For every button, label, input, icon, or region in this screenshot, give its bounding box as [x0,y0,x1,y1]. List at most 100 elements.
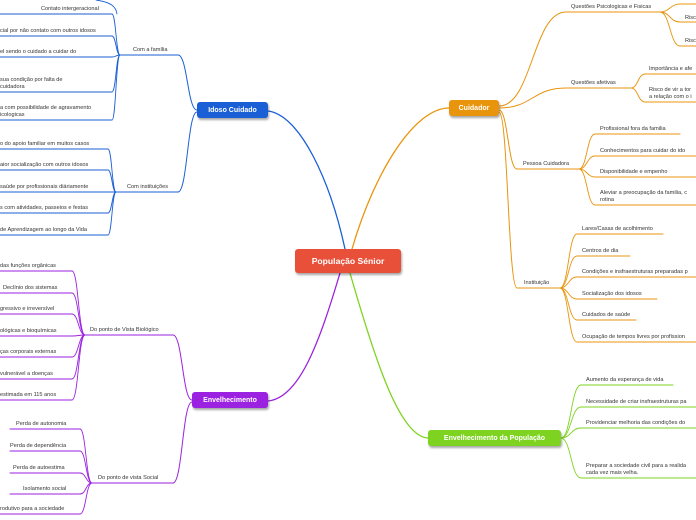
connector-familia-1 [111,13,121,56]
connector-instituicao-1 [559,233,578,289]
connector-biologico-2 [71,292,86,336]
connector-center-envelhecimento [267,272,341,402]
leaf-pessoa-4[interactable]: Aleviar a preocupação da familia, c [600,190,688,196]
leaf-social-1[interactable]: Perda de autonomia [16,421,67,427]
leaf-familia-5b[interactable]: icologicas [0,112,25,118]
leaf-instituicao-4[interactable]: Socialização dos idosos [582,291,642,297]
connector-cuidador-psicologicas [498,11,567,107]
connector-cuidador-pessoa [498,109,518,170]
connector-psicologicas-1 [659,3,681,13]
leaf-social-4[interactable]: Isolamento social [23,486,67,492]
group-com-instituicoes[interactable]: Com instituições [127,184,169,190]
leaf-pessoa-1[interactable]: Profissional fora da familia [600,126,666,132]
leaf-instituicao-6[interactable]: Ocupação de tempos livres por profission [582,334,685,340]
group-instituicao[interactable]: Instituição [524,280,550,286]
connector-idoso-familia [177,54,198,111]
branch-node-envelhecimento[interactable]: Envelhecimento [192,392,268,408]
leaf-familia-4[interactable]: sua condição por falta de [0,77,63,83]
leaf-familia-5[interactable]: a com possibilidade de agravamento [0,105,92,111]
connector-center-populacao [349,272,429,439]
connector-biologico-6 [71,334,86,380]
connector-populacao-3 [560,427,582,439]
branch-node-idoso-cuidado[interactable]: Idoso Cuidado [197,102,268,118]
group-questoes-psicologicas[interactable]: Questões Psicologicas e Fisicas [571,4,652,10]
group-social[interactable]: Do ponto de vista Social [98,475,159,481]
leaf-social-2[interactable]: Perda de dependência [10,443,67,449]
connector-populacao-2 [560,406,582,439]
leaf-familia-1[interactable]: Contato intergeracional [41,6,99,12]
connector-pessoa-2 [578,155,596,170]
leaf-afetivas-2b[interactable]: a relação com o i [649,94,692,100]
branch-node-cuidador[interactable]: Cuidador [449,100,499,116]
group-pessoa-cuidadora[interactable]: Pessoa Cuidadora [523,161,570,167]
leaf-biologico-1[interactable]: das funções orgânicas [0,263,56,269]
leaf-instituicao-2[interactable]: Centros de dia [582,248,619,254]
leaf-biologico-4[interactable]: ológicas e bioquímicas [0,328,57,334]
leaf-instituicoes-1[interactable]: o do apoio familiar em muitos casos [0,141,90,147]
leaf-familia-2[interactable]: cial por não contato com outros idosos [0,28,96,34]
connector-familia-2 [111,35,121,56]
leaf-instituicoes-4[interactable]: s com atividades, passeios e festas [0,205,88,211]
connector-biologico-7 [71,334,86,401]
group-com-a-familia[interactable]: Com a família [133,47,168,53]
connector-social-2 [79,450,93,484]
leaf-populacao-4[interactable]: Preparar a sociedade civil para a realid… [586,463,687,469]
connector-instituicao-3 [559,276,578,289]
leaf-biologico-7[interactable]: estimada em 115 anos [0,392,57,398]
connector-familia-3 [111,54,121,58]
leaf-familia-3[interactable]: el sendo o cuidado a cuidar do [0,49,77,55]
connector-pessoa-1 [578,133,596,170]
connector-biologico-3 [71,313,86,336]
leaf-instituicao-3[interactable]: Condições e insfraestruturas preparadas … [582,269,688,275]
connector-cuidador-afetivas [498,87,567,109]
leaf-pessoa-3[interactable]: Disponibilidade e empenho [600,169,668,175]
connector-social-5 [79,482,93,515]
leaf-psicologicas-2[interactable]: Risc [685,38,696,44]
leaf-populacao-1[interactable]: Aumento da esperança de vida [586,377,664,383]
connector-populacao-1 [560,384,582,439]
leaf-instituicoes-2[interactable]: aior socialização com outros idosos [0,162,89,168]
leaf-instituicoes-5[interactable]: de Aprendizagem ao longo da Vida [0,227,87,233]
leaf-pessoa-2[interactable]: Conhecimentos para cuidar do ido [600,148,686,154]
leaf-biologico-6[interactable]: vulnerável a doenças [0,371,53,377]
leaf-pessoa-4b[interactable]: rotina [600,197,614,203]
leaf-afetivas-1[interactable]: Importância e afe [649,66,693,72]
group-biologico[interactable]: Do ponto de Vista Biológico [90,327,159,333]
connector-populacao-4 [560,437,582,479]
connector-psicologicas-3 [659,11,681,47]
connector-afetivas-2 [630,87,646,103]
leaf-biologico-5[interactable]: ças corporais externas [0,349,57,355]
connector-instituicoes-5 [107,191,117,236]
leaf-instituicao-1[interactable]: Lares/Casas de acolhimento [582,226,653,232]
leaf-instituicoes-3[interactable]: saúde por profissionais diáriamente [0,184,89,190]
leaf-social-3[interactable]: Perda de autoestima [13,465,65,471]
connector-instituicoes-2 [107,169,117,193]
branch-node-envelhecimento-populacao[interactable]: Envelhecimento da População [428,430,561,446]
connector-social-1 [79,428,93,484]
leaf-afetivas-2[interactable]: Risco de vir a tor [649,87,691,93]
connector-env-biologico [172,334,193,401]
connector-center-cuidador [351,107,450,250]
leaf-populacao-3[interactable]: Providenciar melhoria das condições do [586,420,686,426]
connector-env-social [172,401,193,484]
connector-instituicoes-1 [107,148,117,193]
leaf-familia-4b[interactable]: cuidadora [0,84,25,90]
connector-instituicao-6 [559,287,578,343]
leaf-biologico-3[interactable]: gressivo e irreversível [0,306,55,312]
connector-familia-top [95,0,118,15]
leaf-social-5[interactable]: rodutivo para a sociedade [0,506,65,512]
leaf-populacao-4b[interactable]: cada vez mais velha. [586,470,639,476]
connector-idoso-instituicoes [177,111,198,193]
group-questoes-afetivas[interactable]: Questões afetivas [571,80,616,86]
connector-center-idoso [267,110,346,250]
connector-instituicao-2 [559,255,578,289]
leaf-instituicao-5[interactable]: Cuidados de saúde [582,312,631,318]
connector-familia-5 [111,54,121,121]
connector-afetivas-1 [630,73,646,89]
connector-pessoa-4 [578,168,596,206]
central-node[interactable]: População Sénior [295,249,401,273]
leaf-populacao-2[interactable]: Necessidade de criar insfraestruturas pa [586,399,687,405]
leaf-psicologicas-1[interactable]: Risc [685,15,696,21]
leaf-biologico-2[interactable]: Declínio dos sistemas [3,285,58,291]
